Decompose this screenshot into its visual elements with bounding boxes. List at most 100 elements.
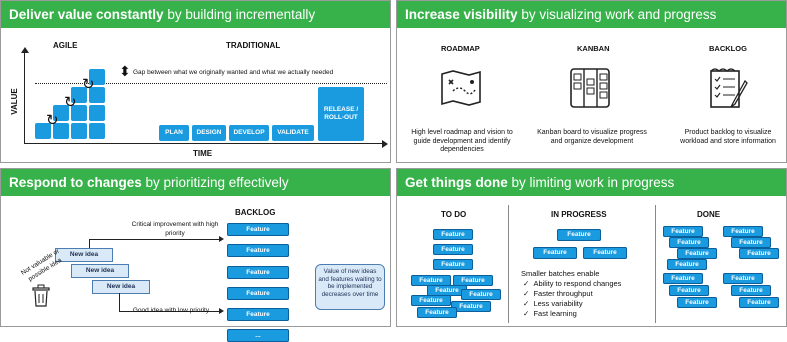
feature-card: Feature <box>411 295 451 306</box>
agile-block <box>89 123 105 139</box>
benefits-title: Smaller batches enable <box>521 269 600 278</box>
panel-header: Deliver value constantly by building inc… <box>1 1 390 28</box>
feature-card: Feature <box>667 259 707 270</box>
phase-validate: VALIDATE <box>272 125 314 141</box>
x-axis-label: TIME <box>193 149 213 158</box>
trash-icon <box>31 284 51 313</box>
backlog-label: BACKLOG <box>235 208 276 217</box>
feature-card: Feature <box>227 244 289 257</box>
agile-block <box>89 105 105 121</box>
panel-deliver-value: Deliver value constantly by building inc… <box>0 0 391 163</box>
agile-block <box>53 123 69 139</box>
roadmap-icon <box>439 69 483 107</box>
feature-card: Feature <box>411 275 451 286</box>
critical-text: Critical improvement with high priority <box>131 221 219 237</box>
feature-card: Feature <box>433 259 473 270</box>
not-valuable-text: Not valuable or possible idea <box>19 247 63 283</box>
feature-card: Feature <box>451 301 491 312</box>
benefit-item: ✓ Fast learning <box>523 309 577 318</box>
feature-card: Feature <box>557 229 601 241</box>
target-dotted-line <box>35 83 387 84</box>
feature-card: Feature <box>583 247 627 259</box>
roadmap-desc: High level roadmap and vision to guide d… <box>411 129 513 153</box>
kanban-title: KANBAN <box>577 44 610 53</box>
panel-header: Get things done by limiting work in prog… <box>397 169 786 196</box>
agile-block <box>89 69 105 85</box>
phase-design: DESIGN <box>192 125 226 141</box>
feature-card: Feature <box>731 237 771 248</box>
new-idea-card: New idea <box>92 280 150 294</box>
panel-header: Respond to changes by prioritizing effec… <box>1 169 390 196</box>
feature-ellipsis: ... <box>227 329 289 342</box>
x-axis-arrow <box>382 140 388 148</box>
y-axis <box>24 51 25 143</box>
cycle-icon: ↻ <box>82 76 95 93</box>
good-arrow-head <box>219 308 224 314</box>
agile-block <box>71 105 87 121</box>
feature-card: Feature <box>739 248 779 259</box>
panel-respond-changes: Respond to changes by prioritizing effec… <box>0 168 391 342</box>
column-divider <box>655 205 656 323</box>
new-idea-card: New idea <box>55 248 113 262</box>
backlog-title: BACKLOG <box>709 44 747 53</box>
agile-block <box>53 105 69 121</box>
feature-card: Feature <box>731 285 771 296</box>
feature-card: Feature <box>227 266 289 279</box>
panel-header: Increase visibility by visualizing work … <box>397 1 786 28</box>
phase-plan: PLAN <box>159 125 189 141</box>
agile-block <box>71 87 87 103</box>
feature-card: Feature <box>723 273 763 284</box>
kanban-desc: Kanban board to visualize progress and o… <box>537 129 647 145</box>
critical-arrow <box>89 239 221 240</box>
feature-card: Feature <box>453 275 493 286</box>
feature-card: Feature <box>669 285 709 296</box>
feature-card: Feature <box>739 297 779 308</box>
roadmap-title: ROADMAP <box>441 44 480 53</box>
agile-label: AGILE <box>53 41 78 50</box>
y-axis-arrow <box>21 47 29 53</box>
kanban-icon <box>569 67 611 109</box>
x-axis <box>24 143 384 144</box>
feature-card: Feature <box>433 244 473 255</box>
feature-card: Feature <box>677 248 717 259</box>
y-axis-label: VALUE <box>9 88 19 115</box>
good-arrow <box>119 311 221 312</box>
cycle-icon: ↻ <box>46 112 59 129</box>
feature-card: Feature <box>427 285 467 296</box>
feature-card: Feature <box>433 229 473 240</box>
agile-block <box>89 87 105 103</box>
benefit-item: ✓ Faster throughput <box>523 289 593 298</box>
value-callout: Value of new ideas and features waiting … <box>315 264 385 310</box>
gap-text: Gap between what we originally wanted an… <box>133 69 334 76</box>
cycle-icon: ↻ <box>64 94 77 111</box>
feature-card: Feature <box>677 297 717 308</box>
new-idea-card: New idea <box>71 264 129 278</box>
feature-card: Feature <box>227 223 289 236</box>
agile-block <box>35 123 51 139</box>
phase-develop: DEVELOP <box>229 125 269 141</box>
benefit-item: ✓ Less variability <box>523 299 583 308</box>
feature-card: Feature <box>227 287 289 300</box>
feature-card: Feature <box>227 308 289 321</box>
feature-card: Feature <box>533 247 577 259</box>
critical-arrow-v <box>89 239 90 249</box>
critical-arrow-head <box>219 236 224 242</box>
panel-get-things-done: Get things done by limiting work in prog… <box>396 168 787 327</box>
feature-card: Feature <box>723 226 763 237</box>
gap-arrow-icon: ⬍ <box>119 63 131 79</box>
benefit-item: ✓ Ability to respond changes <box>523 279 622 288</box>
in-progress-label: IN PROGRESS <box>551 210 607 219</box>
feature-card: Feature <box>669 237 709 248</box>
agile-block <box>71 123 87 139</box>
good-idea-text: Good idea with low priority <box>132 307 210 314</box>
todo-label: TO DO <box>441 210 467 219</box>
backlog-icon <box>707 65 749 111</box>
feature-card: Feature <box>461 289 501 300</box>
good-arrow-v <box>119 293 120 311</box>
column-divider <box>508 205 509 323</box>
feature-card: Feature <box>417 307 457 318</box>
backlog-desc: Product backlog to visualize workload an… <box>680 129 776 145</box>
panel-increase-visibility: Increase visibility by visualizing work … <box>396 0 787 163</box>
done-label: DONE <box>697 210 721 219</box>
phase-release: RELEASE / ROLL-OUT <box>318 87 364 141</box>
